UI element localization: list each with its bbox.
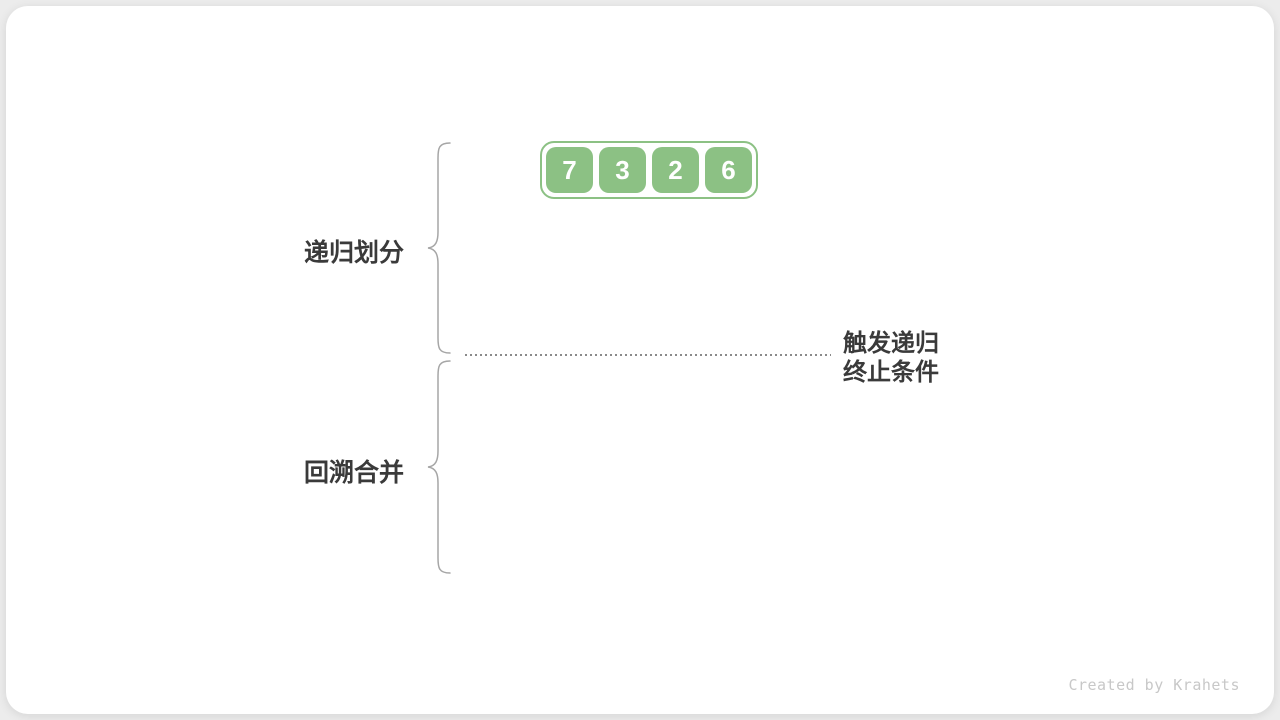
curly-brace-bottom [426,360,452,574]
label-backtrack-merge: 回溯合并 [303,459,404,487]
label-termination-line1: 触发递归 [843,330,939,357]
label-termination-line2: 终止条件 [843,359,939,386]
watermark-credit: Created by Krahets [1068,676,1240,694]
label-recursive-division: 递归划分 [303,239,404,267]
array-element: 7 [546,147,593,193]
label-termination-condition: 触发递归 终止条件 [843,329,939,387]
curly-brace-top [426,142,452,354]
array-element: 6 [705,147,752,193]
array-element: 2 [652,147,699,193]
array-element: 3 [599,147,646,193]
array-container: 7 3 2 6 [540,141,758,199]
recursion-termination-divider [465,354,831,356]
canvas-card [6,6,1274,714]
